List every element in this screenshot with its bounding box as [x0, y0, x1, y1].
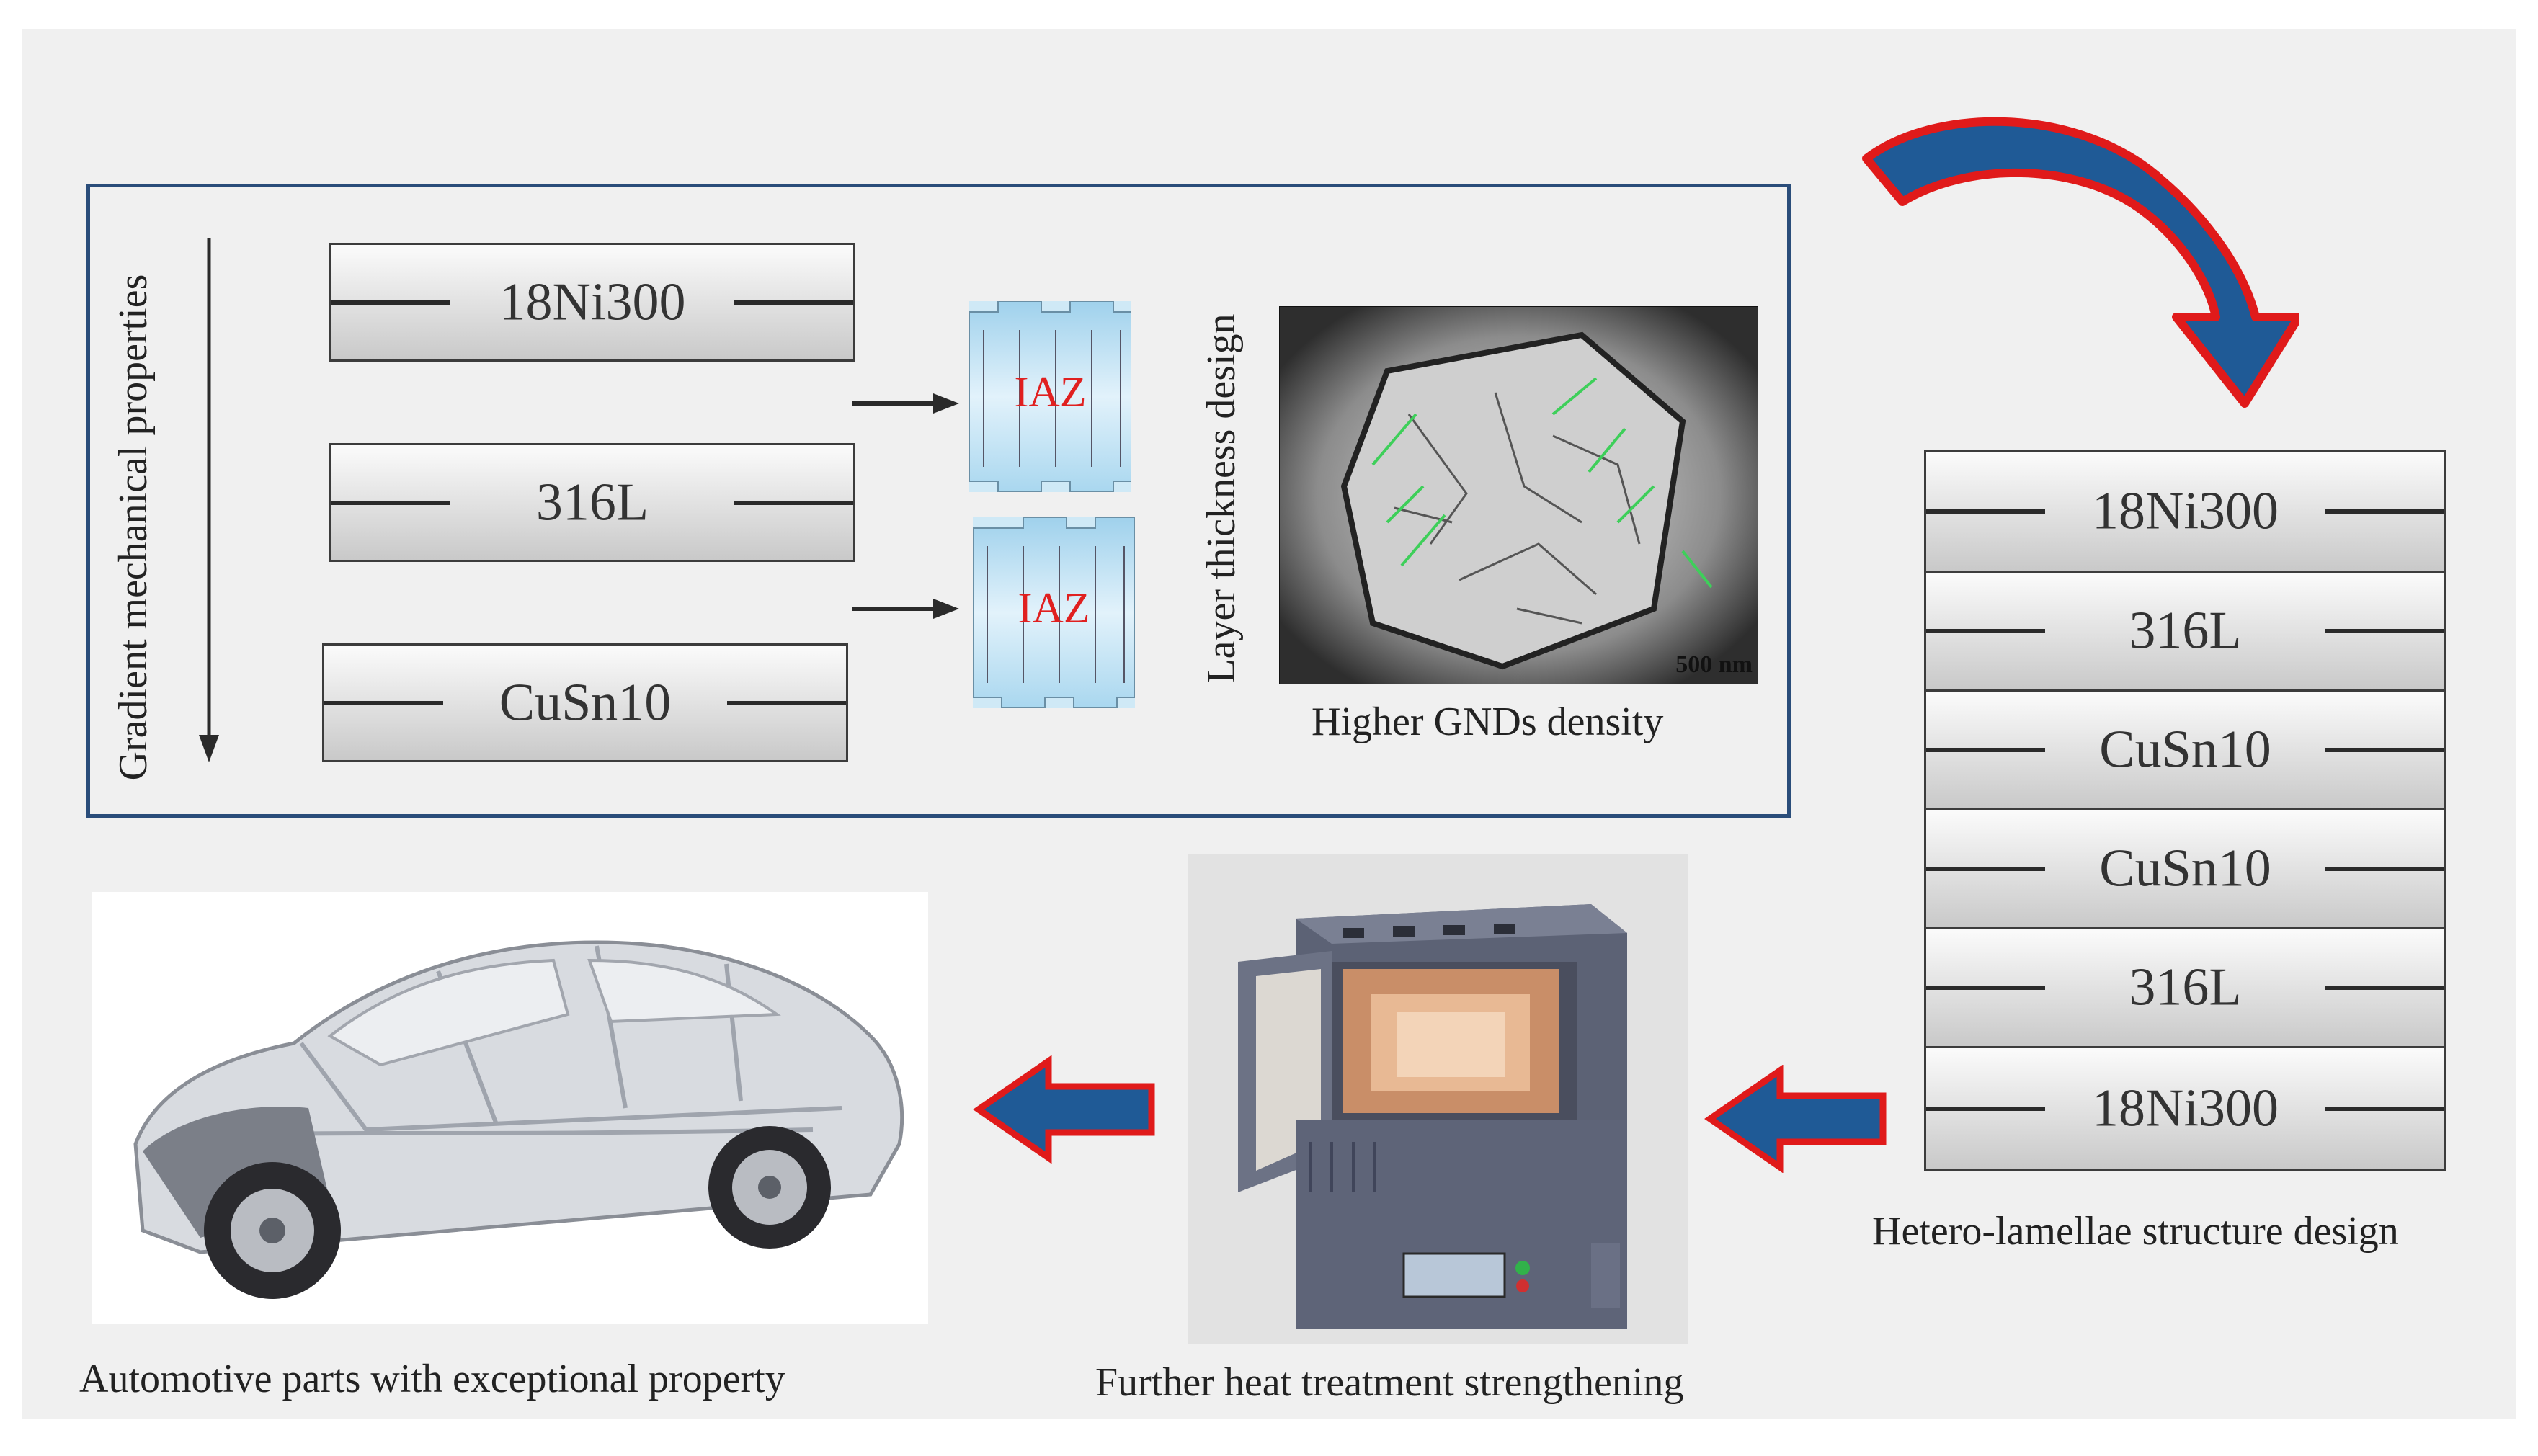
- left-arrow-icon: [973, 1055, 1155, 1164]
- furnace-icon: [1188, 854, 1688, 1344]
- stack-layer-316l: 316L: [1924, 927, 2446, 1048]
- stack-layer-cusn10: CuSn10: [1924, 689, 2446, 810]
- iaz-label: IAZ: [1018, 584, 1090, 632]
- iaz-schematic-bottom: IAZ: [973, 517, 1135, 708]
- car-icon: [92, 892, 928, 1324]
- hetero-lamellae-stack: 18Ni300 316L CuSn10 CuSn10 316L 18Ni300: [1924, 450, 2446, 1171]
- layer-thickness-label: Layer thickness design: [1199, 313, 1244, 684]
- tem-caption: Higher GNDs density: [1312, 700, 1664, 744]
- furnace-caption: Further heat treatment strengthening: [1095, 1360, 1684, 1405]
- layer-cusn10: CuSn10: [322, 643, 848, 762]
- stack-layer-18ni300: 18Ni300: [1924, 1046, 2446, 1171]
- stack-layer-316l: 316L: [1924, 571, 2446, 692]
- right-arrow-icon: [852, 599, 959, 619]
- car-caption: Automotive parts with exceptional proper…: [79, 1357, 785, 1401]
- stack-layer-cusn10: CuSn10: [1924, 808, 2446, 929]
- layer-18ni300: 18Ni300: [329, 243, 855, 362]
- curved-arrow-icon: [1862, 117, 2299, 408]
- gradient-properties-label: Gradient mechanical properties: [111, 274, 156, 781]
- gradient-design-box: [86, 184, 1791, 818]
- layer-316l: 316L: [329, 443, 855, 562]
- stack-layer-18ni300: 18Ni300: [1924, 450, 2446, 573]
- right-arrow-icon: [852, 393, 959, 414]
- iaz-label: IAZ: [1014, 368, 1087, 416]
- iaz-schematic-top: IAZ: [969, 301, 1131, 492]
- left-arrow-icon: [1704, 1065, 1887, 1173]
- tem-micrograph: 500 nm: [1279, 306, 1758, 684]
- scale-bar-label: 500 nm: [1675, 651, 1753, 678]
- down-arrow-icon: [199, 238, 219, 762]
- stack-caption: Hetero-lamellae structure design: [1872, 1209, 2399, 1254]
